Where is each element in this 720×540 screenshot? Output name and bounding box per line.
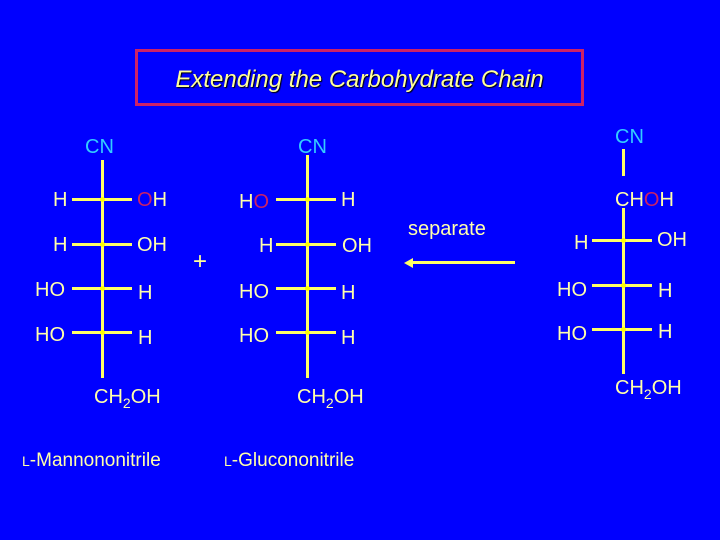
substituent-left: HO bbox=[35, 279, 65, 301]
substituent-left: H bbox=[53, 189, 68, 211]
cn-group: CN bbox=[615, 126, 644, 148]
carbon-dot bbox=[305, 242, 310, 247]
compound-name-mannononitrile: L-Mannononitrile bbox=[22, 450, 161, 471]
ch2oh-group: CH2OH bbox=[94, 386, 161, 411]
substituent-right: H bbox=[658, 321, 673, 343]
substituent-right: OH bbox=[137, 234, 167, 256]
substituent-left: H bbox=[574, 232, 589, 254]
arrow-label: separate bbox=[408, 218, 486, 240]
carbon-dot bbox=[100, 242, 105, 247]
highlight-oxygen: O bbox=[253, 191, 270, 213]
substituent-right: OH bbox=[137, 189, 168, 211]
substituent-left: HO bbox=[239, 281, 269, 303]
carbon-dot bbox=[621, 283, 626, 288]
substituent-left: HO bbox=[557, 279, 587, 301]
choh-group: CHOH bbox=[615, 189, 674, 211]
ch2oh-group: CH2OH bbox=[297, 386, 364, 411]
substituent-right: H bbox=[341, 327, 356, 349]
substituent-right: H bbox=[658, 280, 673, 302]
arrowhead-icon bbox=[404, 258, 413, 268]
ch2oh-group: CH2OH bbox=[615, 377, 682, 402]
substituent-right: H bbox=[341, 189, 356, 211]
carbon-dot bbox=[621, 238, 626, 243]
substituent-right: OH bbox=[657, 229, 687, 251]
cn-group: CN bbox=[85, 136, 114, 158]
highlight-oxygen: O bbox=[643, 189, 660, 211]
plus-sign: + bbox=[193, 248, 208, 275]
carbon-dot bbox=[305, 286, 310, 291]
substituent-right: OH bbox=[342, 235, 372, 257]
slide-title: Extending the Carbohydrate Chain bbox=[175, 66, 544, 93]
substituent-left: HO bbox=[239, 191, 270, 213]
carbon-dot bbox=[100, 330, 105, 335]
compound-name-glucononitrile: L-Glucononitrile bbox=[224, 450, 355, 471]
backbone-bond bbox=[306, 155, 309, 378]
cn-group: CN bbox=[298, 136, 327, 158]
substituent-left: H bbox=[53, 234, 68, 256]
backbone-bond bbox=[101, 160, 104, 378]
substituent-right: H bbox=[138, 282, 153, 304]
carbon-dot bbox=[100, 286, 105, 291]
carbon-dot bbox=[100, 197, 105, 202]
carbon-dot bbox=[621, 327, 626, 332]
title-box: Extending the Carbohydrate Chain bbox=[135, 49, 584, 106]
highlight-oxygen: O bbox=[137, 189, 153, 211]
substituent-right: H bbox=[138, 327, 153, 349]
substituent-left: HO bbox=[35, 324, 65, 346]
substituent-left: HO bbox=[239, 325, 269, 347]
substituent-left: HO bbox=[557, 323, 587, 345]
arrow-shaft bbox=[410, 261, 515, 264]
carbon-dot bbox=[305, 330, 310, 335]
carbon-dot bbox=[305, 197, 310, 202]
backbone-bond bbox=[622, 208, 625, 374]
substituent-right: H bbox=[341, 282, 356, 304]
substituent-left: H bbox=[259, 235, 274, 257]
bond-cn-choh bbox=[622, 149, 625, 176]
